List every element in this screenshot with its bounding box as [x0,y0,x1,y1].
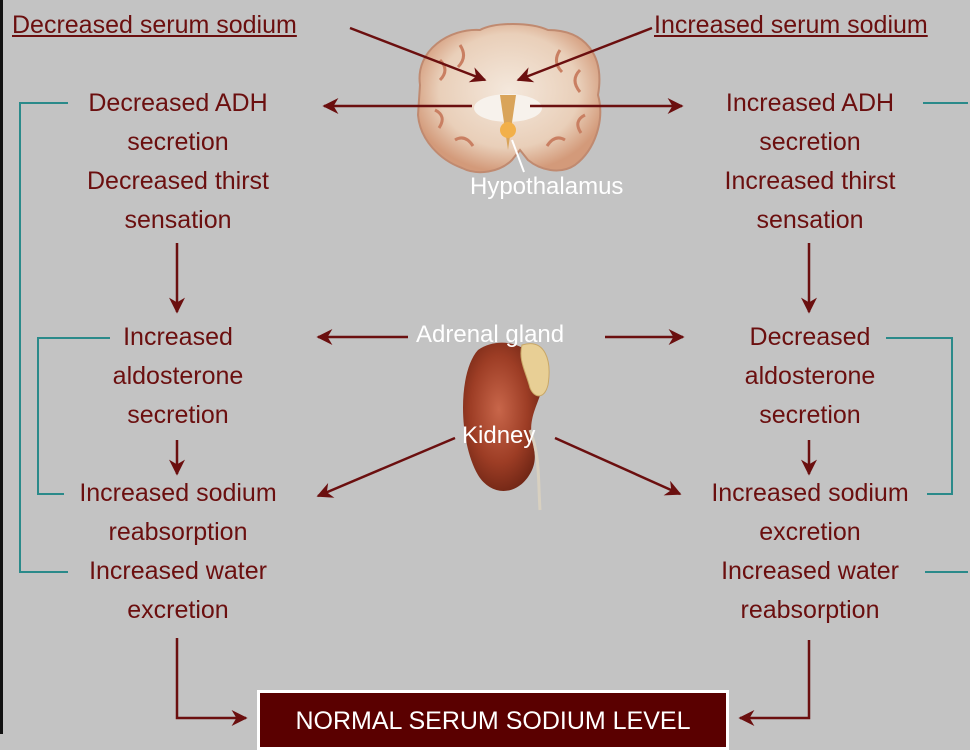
left-adh-line-4: sensation [58,201,298,240]
right-adh-block: Increased ADH secretion Increased thirst… [690,84,930,240]
right-water-block: Increased water reabsorption [690,552,930,630]
right-aldo-line-1: Decreased [710,318,910,357]
left-aldo-line-2: aldosterone [78,357,278,396]
right-sodium-line-1: Increased sodium [690,474,930,513]
left-water-block: Increased water excretion [58,552,298,630]
left-aldosterone-block: Increased aldosterone secretion [78,318,278,435]
right-heading: Increased serum sodium [654,10,928,40]
hypothalamus-label: Hypothalamus [470,173,623,201]
right-adh-line-4: sensation [690,201,930,240]
right-water-line-1: Increased water [690,552,930,591]
right-aldo-line-3: secretion [710,396,910,435]
right-aldosterone-block: Decreased aldosterone secretion [710,318,910,435]
normal-serum-sodium-box: NORMAL SERUM SODIUM LEVEL [257,690,729,750]
kidney-label: Kidney [462,422,535,450]
left-adh-line-1: Decreased ADH [58,84,298,123]
left-adh-line-3: Decreased thirst [58,162,298,201]
left-adh-block: Decreased ADH secretion Decreased thirst… [58,84,298,240]
right-adh-line-3: Increased thirst [690,162,930,201]
right-sodium-line-2: excretion [690,513,930,552]
right-aldo-line-2: aldosterone [710,357,910,396]
left-water-line-2: excretion [58,591,298,630]
adrenal-gland-label: Adrenal gland [416,321,564,349]
right-adh-line-2: secretion [690,123,930,162]
left-adh-line-2: secretion [58,123,298,162]
left-water-line-1: Increased water [58,552,298,591]
brain-illustration [418,24,600,172]
right-sodium-block: Increased sodium excretion [690,474,930,552]
left-sodium-line-2: reabsorption [58,513,298,552]
right-water-line-2: reabsorption [690,591,930,630]
left-aldo-line-1: Increased [78,318,278,357]
left-heading: Decreased serum sodium [12,10,297,40]
right-adh-line-1: Increased ADH [690,84,930,123]
left-sodium-block: Increased sodium reabsorption [58,474,298,552]
left-aldo-line-3: secretion [78,396,278,435]
left-sodium-line-1: Increased sodium [58,474,298,513]
